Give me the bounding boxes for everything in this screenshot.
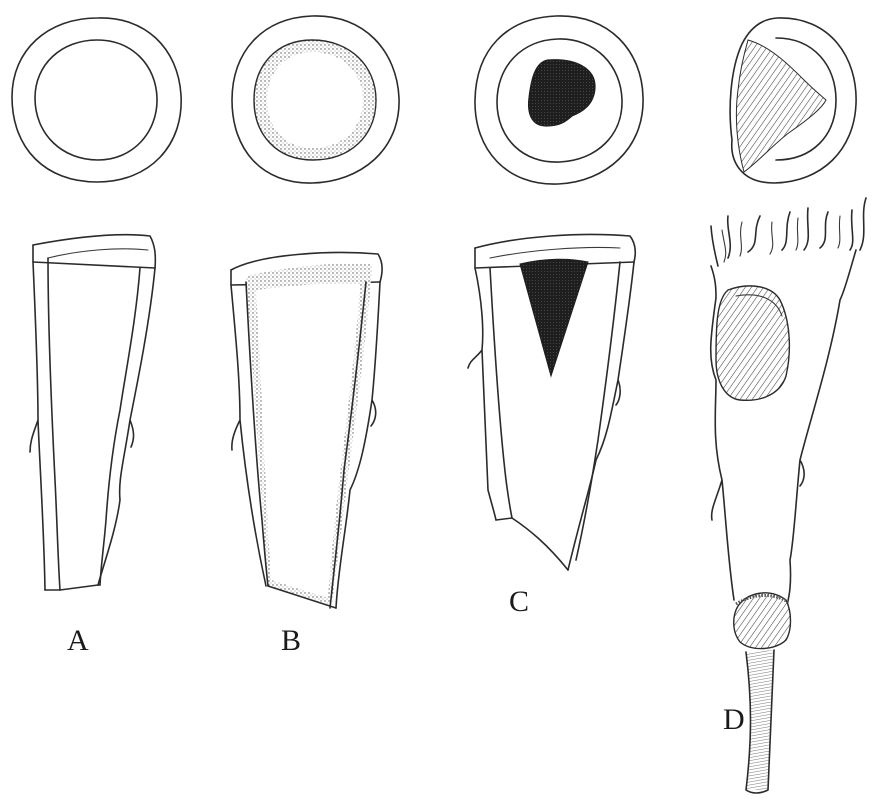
panel-d-hatched-lesion-top xyxy=(736,40,826,172)
panel-c xyxy=(468,16,643,570)
panel-b xyxy=(231,16,399,608)
panel-c-label: C xyxy=(509,585,529,618)
panel-c-longitudinal-section xyxy=(468,235,635,571)
panel-c-dark-core xyxy=(529,60,595,126)
panel-d-hatched-lesion-mid xyxy=(716,286,789,400)
panel-c-cross-section xyxy=(475,16,643,184)
panel-a-longitudinal-section xyxy=(30,235,155,590)
panel-a xyxy=(12,18,181,590)
panel-a-cross-section xyxy=(12,18,181,182)
panel-a-label: A xyxy=(67,624,89,657)
panel-d xyxy=(711,18,866,793)
panel-c-dark-wedge xyxy=(520,259,588,376)
panel-b-label: B xyxy=(281,624,301,657)
panel-d-label: D xyxy=(723,703,745,736)
panel-b-longitudinal-section xyxy=(231,253,382,608)
panel-b-cross-section xyxy=(232,16,399,183)
panel-d-cross-section xyxy=(730,18,856,183)
